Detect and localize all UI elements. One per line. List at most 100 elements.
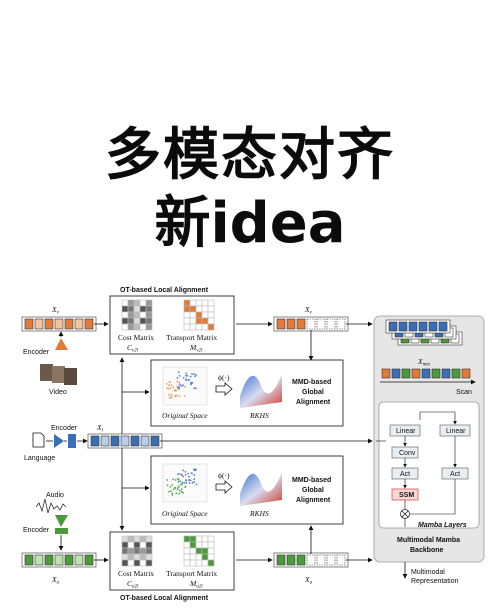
scatter-point xyxy=(176,377,179,379)
matrix-cell xyxy=(189,305,197,313)
language-label: Language xyxy=(24,455,55,462)
cost-matrix-bottom-symbol: Ca2l xyxy=(127,579,139,590)
aligned-token xyxy=(336,318,346,330)
scatter-point xyxy=(189,375,192,378)
cost-matrix-bottom xyxy=(121,535,153,567)
aligned-token xyxy=(306,318,316,330)
scatter-point xyxy=(178,381,181,384)
scatter-point xyxy=(168,397,171,399)
matrix-cell xyxy=(121,547,129,555)
scatter-point xyxy=(180,488,183,490)
matrix-cell xyxy=(195,559,203,567)
matrix-cell xyxy=(189,547,197,555)
matrix-cell xyxy=(183,559,191,567)
matrix-cell xyxy=(201,535,209,543)
matrix-cell xyxy=(195,323,203,331)
matrix-cell xyxy=(145,535,153,543)
scatter-point xyxy=(185,372,188,375)
matrix-cell xyxy=(127,323,135,331)
scan-token xyxy=(401,368,411,379)
video-aligned-symbol: Xv xyxy=(304,305,313,316)
audio-encoder-label: Encoder xyxy=(23,527,50,534)
mamba-layer-box xyxy=(378,401,480,529)
matrix-cell xyxy=(189,317,197,325)
matrix-cell xyxy=(201,317,209,325)
token-cell xyxy=(74,554,84,566)
matrix-cell xyxy=(207,541,215,549)
scatter-point xyxy=(179,480,182,483)
matrix-cell xyxy=(127,547,135,555)
scatter-point xyxy=(175,492,178,495)
matrix-cell xyxy=(201,299,209,307)
token-cell xyxy=(140,435,150,447)
aligned-token xyxy=(296,554,306,566)
original-space-bottom-label: Original Space xyxy=(162,509,208,518)
matrix-cell xyxy=(127,559,135,567)
title-line-2: 新idea xyxy=(154,191,346,256)
matrix-cell xyxy=(133,323,141,331)
phi-top-arrow-icon xyxy=(215,382,233,396)
transport-matrix-bottom xyxy=(183,535,215,567)
scatter-point xyxy=(188,482,191,485)
mmd-bottom-line2: Global xyxy=(302,487,324,494)
matrix-cell xyxy=(207,299,215,307)
matrix-cell xyxy=(133,553,141,561)
scatter-point xyxy=(176,386,179,388)
matrix-cell xyxy=(145,553,153,561)
token-cell xyxy=(64,318,74,330)
act-left-label: Act xyxy=(400,471,410,478)
matrix-cell xyxy=(195,547,203,555)
matrix-cell xyxy=(121,317,129,325)
scatter-point xyxy=(184,385,187,388)
matrix-cell xyxy=(183,535,191,543)
scan-token xyxy=(381,368,391,379)
cost-matrix-top-symbol: Cv2l xyxy=(127,343,139,354)
aligned-token xyxy=(326,554,336,566)
scatter-point xyxy=(190,382,193,385)
audio-aligned-sequence xyxy=(273,552,349,568)
scatter-point xyxy=(165,383,168,385)
token-cell xyxy=(90,435,100,447)
matrix-cell xyxy=(207,547,215,555)
scan-label: Scan xyxy=(456,389,472,396)
token-cell xyxy=(54,318,64,330)
token-cell xyxy=(24,318,34,330)
matrix-cell xyxy=(139,541,147,549)
aligned-token xyxy=(316,318,326,330)
aligned-token xyxy=(336,554,346,566)
transport-matrix-top xyxy=(183,299,215,331)
matrix-cell xyxy=(183,299,191,307)
scatter-point xyxy=(187,472,190,475)
scatter-point xyxy=(193,481,196,483)
scatter-point xyxy=(167,387,170,390)
audio-label: Audio xyxy=(46,492,64,499)
backbone-line1: Multimodal Mamba xyxy=(397,537,460,544)
matrix-cell xyxy=(145,559,153,567)
scan-token xyxy=(451,368,461,379)
matrix-cell xyxy=(201,305,209,313)
scatter-point xyxy=(168,381,171,383)
matrix-cell xyxy=(121,299,129,307)
audio-encoder-icon xyxy=(55,515,68,527)
top-ot-box xyxy=(109,295,235,355)
cost-matrix-top xyxy=(121,299,153,331)
xmm-symbol: Xmm xyxy=(417,357,430,368)
matrix-cell xyxy=(183,547,191,555)
matrix-cell xyxy=(195,317,203,325)
matrix-cell xyxy=(189,311,197,319)
matrix-cell xyxy=(207,535,215,543)
scatter-point xyxy=(177,480,180,483)
matrix-cell xyxy=(195,535,203,543)
scatter-point xyxy=(194,375,196,378)
matrix-cell xyxy=(207,553,215,561)
video-aligned-sequence xyxy=(273,316,349,332)
scatter-point xyxy=(188,475,190,478)
matrix-cell xyxy=(183,311,191,319)
language-symbol: Xl xyxy=(96,423,104,434)
matrix-cell xyxy=(127,305,135,313)
token-cell xyxy=(150,435,160,447)
scatter-point xyxy=(177,487,179,489)
scatter-point xyxy=(167,393,170,396)
matrix-cell xyxy=(207,317,215,325)
